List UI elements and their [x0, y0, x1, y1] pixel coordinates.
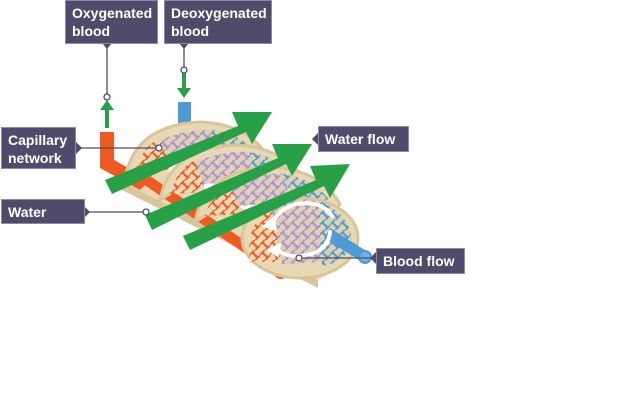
label-water-flow-right: Water flow [318, 126, 409, 152]
label-blood-flow: Blood flow [376, 248, 465, 274]
leader-lines [76, 43, 373, 259]
label-capillary-network: Capillary network [1, 127, 76, 169]
deoxygenated-in-arrow [177, 72, 191, 98]
water-flow-arrow-1 [105, 112, 272, 194]
deoxygenated-vessel [178, 102, 191, 124]
water-flow-arrow-3 [183, 164, 350, 250]
oxygenated-out-arrow [100, 100, 114, 128]
label-deoxygenated-blood: Deoxygenated blood [164, 0, 272, 44]
label-oxygenated-blood: Oxygenated blood [65, 0, 158, 44]
label-water-flow-left: Water flow [1, 199, 85, 238]
water-flow-arrow-2 [145, 144, 312, 230]
leader-dots [103, 66, 303, 262]
label-pointers [76, 43, 376, 264]
